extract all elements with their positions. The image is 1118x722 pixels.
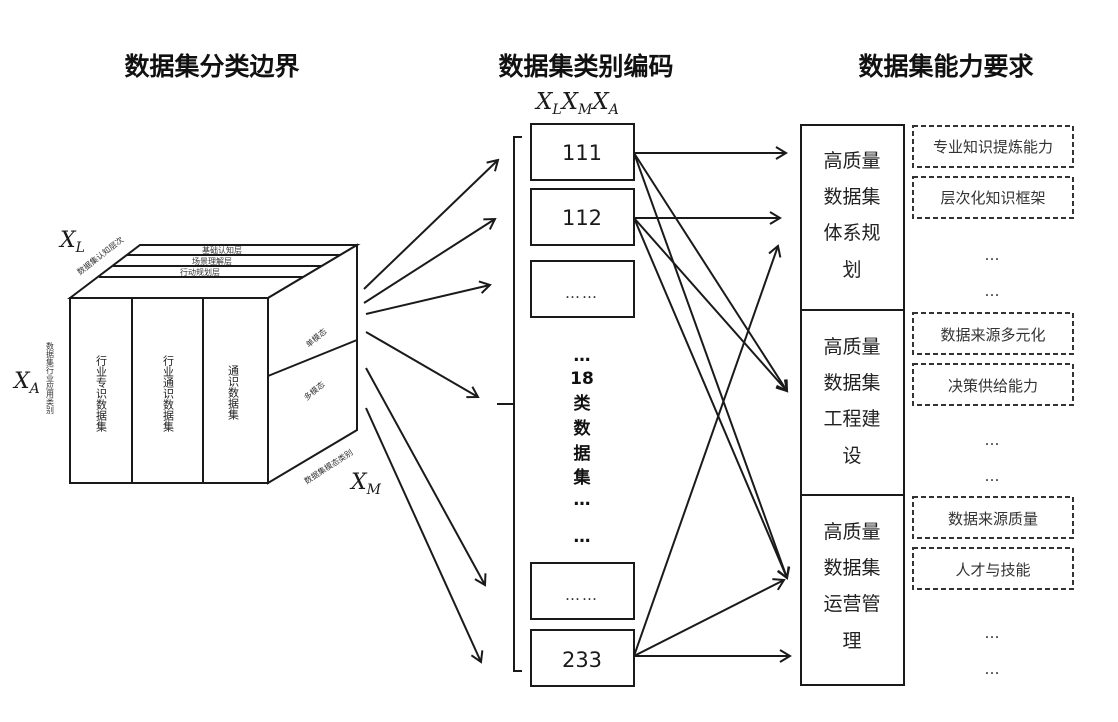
- middle-dots: …: [574, 527, 591, 547]
- code-value: ……: [565, 586, 599, 604]
- cube-industry-label: 通识数据集: [227, 365, 240, 420]
- cube-layer-label: 基础认知层: [202, 245, 242, 255]
- requirement-title-line: 数据集: [823, 372, 880, 394]
- capability-label: 决策供给能力: [948, 377, 1038, 395]
- code-to-requirement-arrows: [633, 146, 792, 663]
- capability-ellipsis: …: [985, 660, 1002, 678]
- requirements-column: 高质量 数据集 体系规 划 专业知识提炼能力 层次化知识框架 … … 高质量 数…: [800, 124, 1074, 686]
- mapping-arrow: [365, 407, 484, 664]
- cube-front-face: [69, 297, 269, 484]
- title-category-coding: 数据集类别编码: [498, 52, 673, 81]
- cube-right-divider: [267, 339, 358, 377]
- capability-box[interactable]: [912, 496, 1074, 539]
- mapping-arrow: [633, 578, 786, 657]
- category-label-char: 数: [574, 418, 592, 439]
- capability-box[interactable]: [912, 363, 1074, 406]
- requirement-title-line: 理: [842, 630, 861, 652]
- capability-ellipsis: …: [985, 282, 1002, 300]
- category-code-column: XLXMXA 111 112 …… … 18 类 数 据 集 … … …… 23…: [497, 89, 635, 687]
- capability-box[interactable]: [912, 125, 1074, 168]
- cube-layer-label: 场景理解层: [192, 256, 232, 266]
- requirement-title-line: 划: [842, 259, 861, 281]
- capability-label: 专业知识提炼能力: [933, 138, 1053, 156]
- code-value: 233: [562, 648, 602, 672]
- capability-ellipsis: …: [985, 431, 1002, 449]
- mapping-arrow: [363, 158, 500, 290]
- requirement-title-line: 运营管: [823, 593, 880, 615]
- code-box[interactable]: [530, 260, 635, 318]
- cube-layer-label: 行动规划层: [180, 267, 220, 277]
- mapping-arrow: [365, 331, 480, 399]
- requirement-group-engineering: 高质量 数据集 工程建 设 数据来源多元化 决策供给能力 … …: [823, 312, 1074, 485]
- axis-label-xl: XL: [58, 228, 85, 256]
- middle-dots: …: [574, 490, 591, 510]
- capability-ellipsis: …: [985, 467, 1002, 485]
- capability-box[interactable]: [912, 312, 1074, 355]
- mapping-arrow: [365, 367, 487, 587]
- capability-box[interactable]: [912, 547, 1074, 590]
- requirement-title-line: 数据集: [823, 557, 880, 579]
- requirement-title-line: 高质量: [823, 336, 880, 358]
- category-label-char: 集: [573, 467, 592, 488]
- category-label-char: 据: [574, 443, 591, 464]
- requirement-title-line: 高质量: [823, 150, 880, 172]
- mapping-arrow: [633, 217, 790, 580]
- axis-label-xm: XM: [349, 470, 382, 498]
- classification-cube: 基础认知层 场景理解层 行动规划层 单模态 多模态 行业专识数据集 行业通识数据…: [12, 228, 382, 498]
- code-value: 112: [562, 206, 602, 230]
- mapping-arrow: [365, 280, 492, 315]
- capability-ellipsis: …: [985, 624, 1002, 642]
- requirement-title-line: 高质量: [823, 521, 880, 543]
- cube-industry-label: 行业通识数据集: [162, 355, 175, 432]
- code-header: XLXMXA: [534, 89, 619, 118]
- capability-label: 人才与技能: [955, 561, 1030, 579]
- code-value: ……: [565, 284, 599, 302]
- mapping-arrow: [633, 152, 789, 393]
- code-box[interactable]: [530, 562, 635, 620]
- capability-box[interactable]: [912, 176, 1074, 219]
- mapping-arrow: [363, 217, 497, 304]
- requirement-title-line: 工程建: [823, 408, 880, 430]
- requirement-group-planning: 高质量 数据集 体系规 划 专业知识提炼能力 层次化知识框架 … …: [823, 125, 1074, 300]
- requirement-title-line: 设: [842, 445, 861, 467]
- mapping-arrow: [633, 244, 782, 657]
- requirements-frame: [800, 124, 905, 686]
- capability-ellipsis: …: [985, 246, 1002, 264]
- requirement-title-line: 体系规: [823, 222, 880, 244]
- code-value: 111: [562, 141, 602, 165]
- requirement-title-line: 数据集: [823, 186, 880, 208]
- capability-label: 层次化知识框架: [940, 189, 1045, 207]
- code-bracket: [513, 136, 522, 672]
- mapping-arrow: [633, 152, 791, 580]
- requirement-group-operations: 高质量 数据集 运营管 理 数据来源质量 人才与技能 … …: [823, 496, 1074, 678]
- capability-label: 数据来源多元化: [940, 326, 1045, 344]
- cube-to-code-arrows: [363, 158, 500, 664]
- axis-label-xa: XA: [12, 369, 40, 397]
- cube-left-axis-label: 数据集行业应用类别: [46, 341, 55, 415]
- mapping-arrow: [633, 217, 789, 393]
- code-box[interactable]: [530, 629, 635, 687]
- title-capability-requirements: 数据集能力要求: [858, 52, 1033, 81]
- category-count: 18: [570, 369, 594, 389]
- title-classification-boundary: 数据集分类边界: [124, 52, 299, 81]
- capability-label: 数据来源质量: [948, 510, 1038, 528]
- cube-industry-label: 行业专识数据集: [95, 355, 108, 432]
- category-label-char: 类: [574, 393, 592, 414]
- middle-dots: …: [574, 346, 591, 366]
